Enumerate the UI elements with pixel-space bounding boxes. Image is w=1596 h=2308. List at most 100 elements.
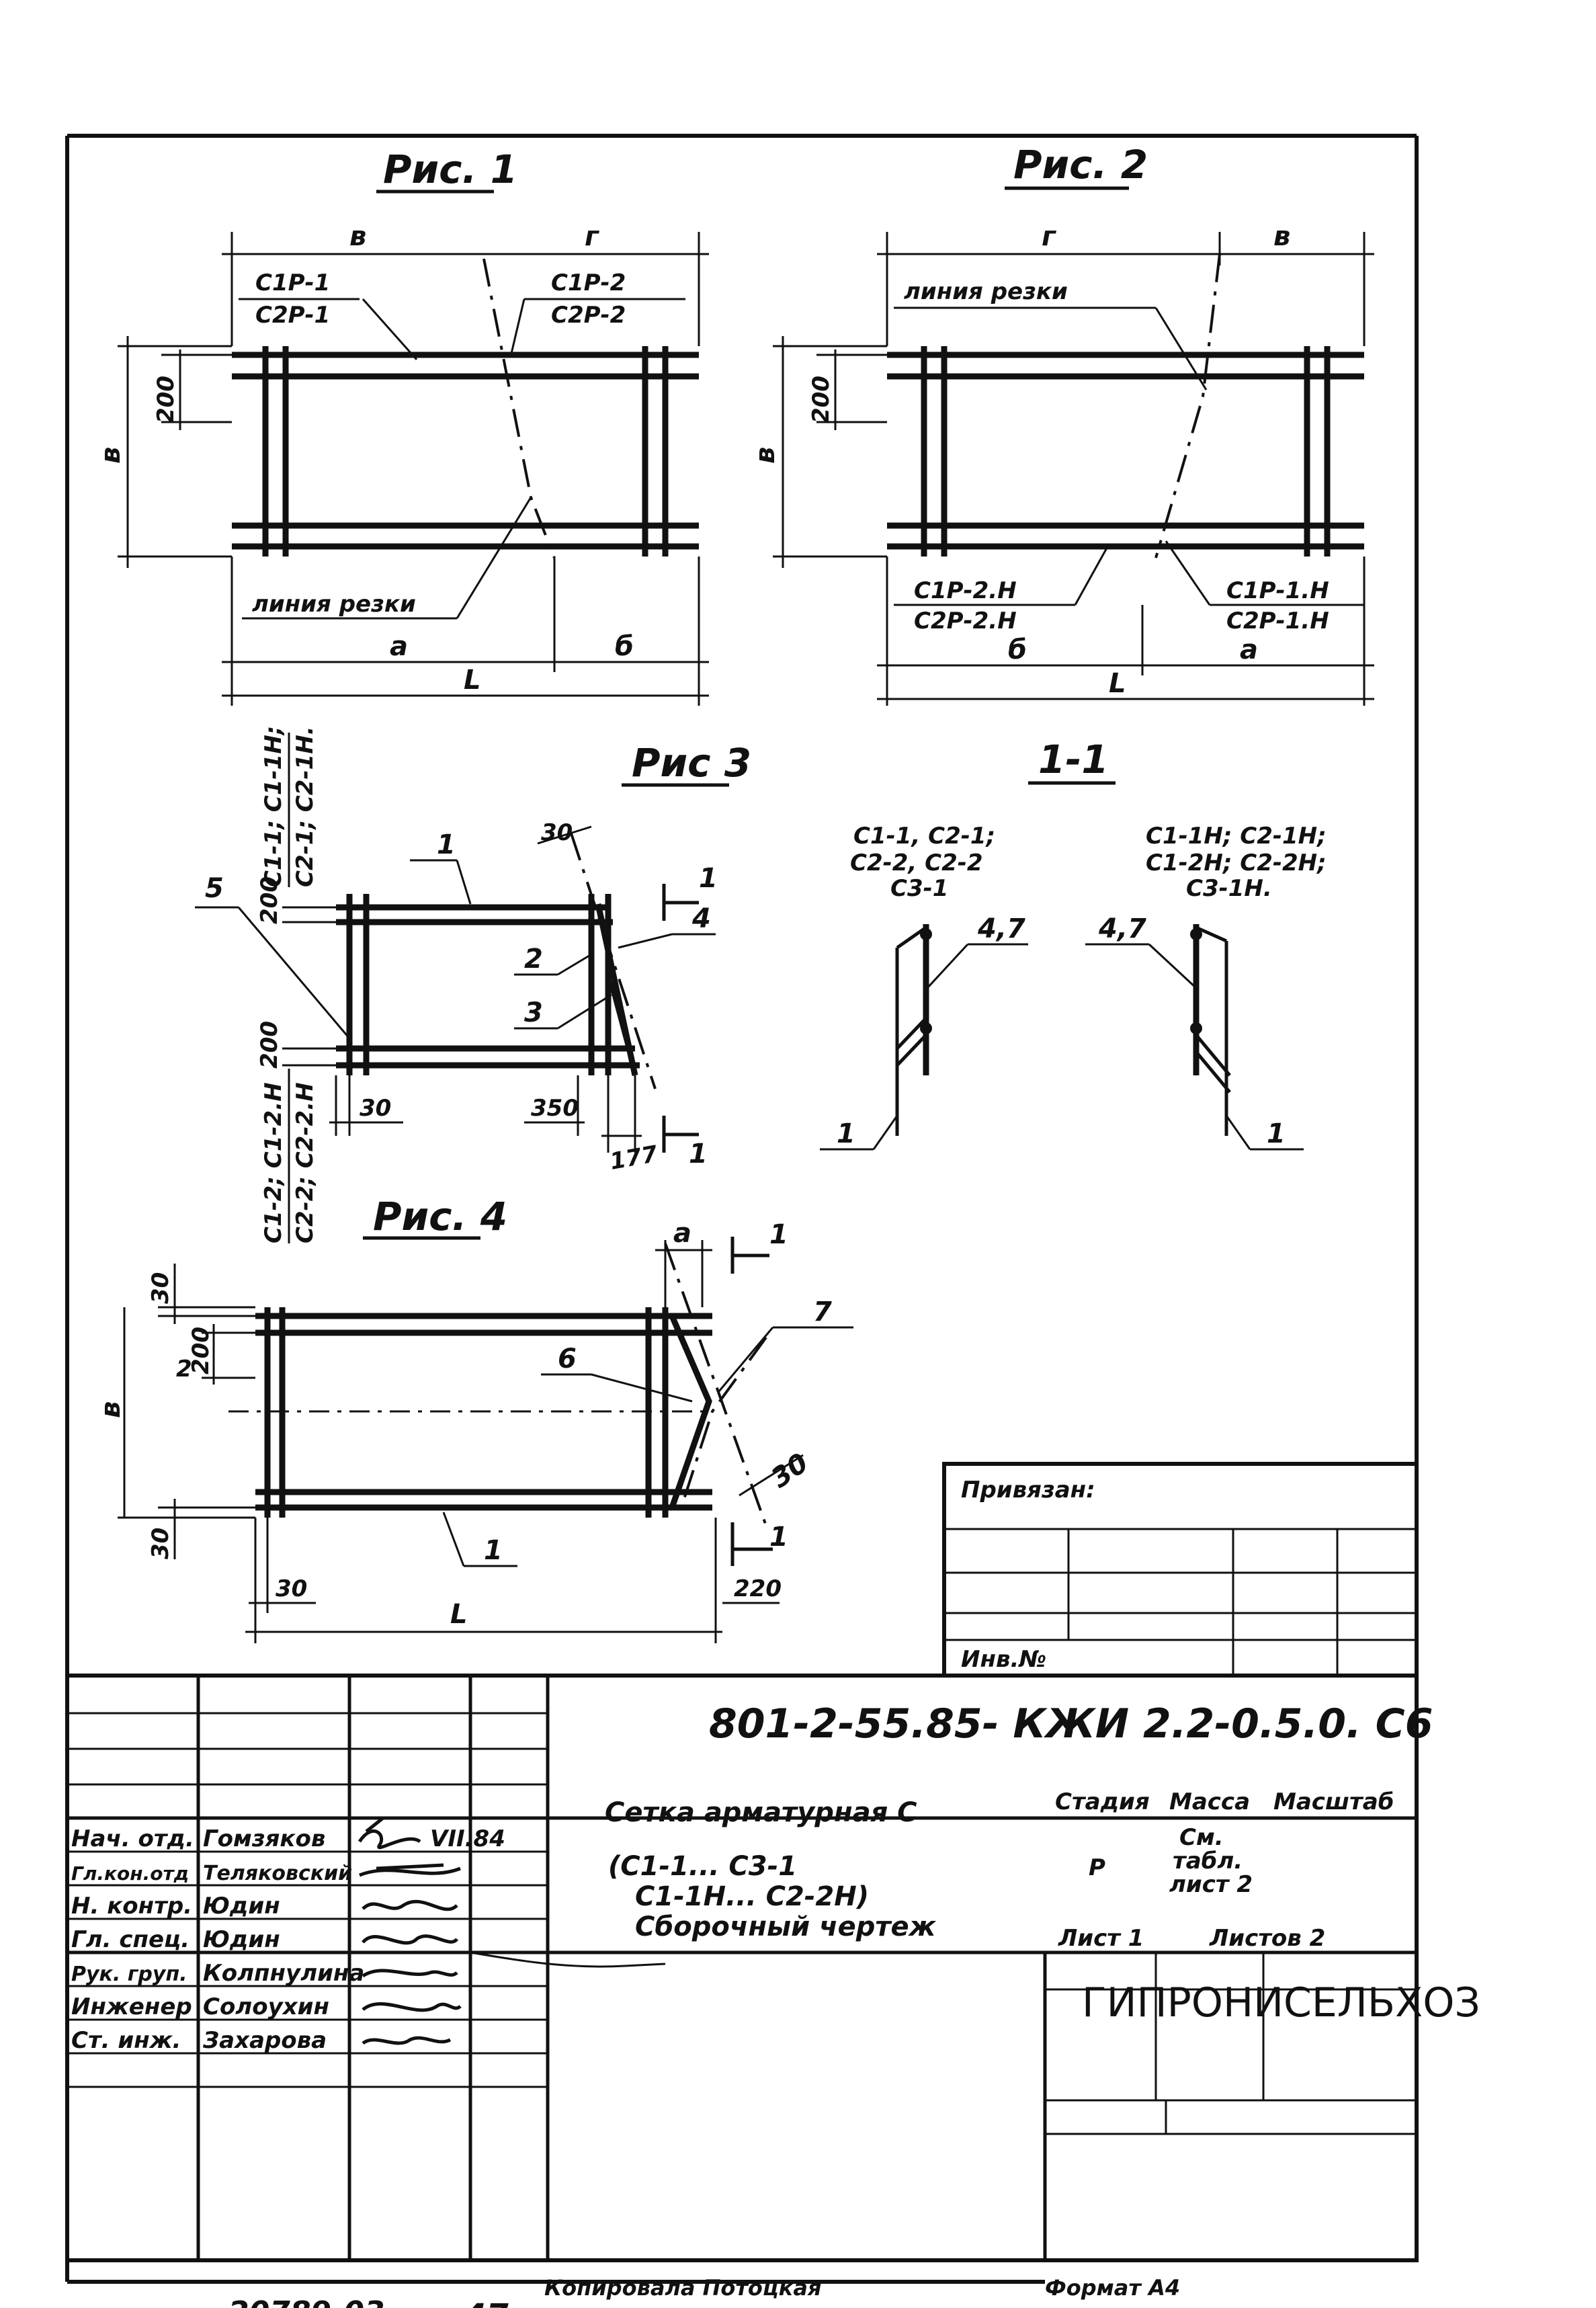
section-pos1-left: 1 — [837, 1118, 855, 1149]
fig4-title: Рис. 4 — [373, 1194, 507, 1239]
binding-box: Привязан: Инв.№ — [942, 1462, 1419, 1678]
fig1-cut-label: линия резки — [252, 591, 416, 618]
fig1-dim-g-top: г — [585, 221, 599, 252]
section-1-1: 1-1 С1-1, С2-1; С2-2, С2-2 С3-1 С1-1Н; С… — [820, 737, 1327, 1151]
role-label: Гл. спец. — [71, 1926, 190, 1953]
organization: ГИПРОНИСЕЛЬХОЗ — [1082, 1979, 1480, 2026]
fig3-side-bottom-1: С1-2; С1-2.Н — [260, 1082, 287, 1243]
fig3-side-bottom-2: С2-2; С2-2.Н — [292, 1082, 319, 1243]
section-pos1-right: 1 — [1267, 1118, 1286, 1149]
fig4-pos-7: 7 — [813, 1296, 832, 1327]
doc-name-line1: Сетка арматурная С — [605, 1797, 917, 1828]
sheet-number: Лист 1 — [1058, 1925, 1144, 1952]
person-name: Юдин — [203, 1926, 280, 1953]
fig1-dim-v: в — [95, 447, 126, 464]
person-name: Захарова — [202, 2027, 327, 2054]
section-pos47-left: 4,7 — [977, 913, 1025, 944]
fig4-dim-30-left: 30 — [276, 1575, 307, 1602]
fig3-dim-200-top: 200 — [256, 876, 283, 924]
document-designation: 801-2-55.85- КЖИ 2.2-0.5.0. С6 — [709, 1700, 1433, 1747]
fig2-dim-v: в — [750, 447, 781, 464]
person-name: Юдин — [203, 1893, 280, 1920]
copied-by: Копировала Потоцкая — [544, 2275, 821, 2301]
fig3-pos-4: 4 — [691, 903, 711, 934]
person-name: Колпнулина — [203, 1960, 364, 1987]
doc-name-line2: (С1-1... С3-1 — [608, 1851, 797, 1882]
fig3-dim-177: 177 — [608, 1141, 660, 1176]
fig2-dim-g-top: г — [1042, 221, 1056, 252]
role-label: Ст. инж. — [71, 2027, 181, 2054]
fig4-dim-L: L — [450, 1599, 468, 1630]
fig3-dim-30-top: 30 — [541, 819, 573, 846]
title-block: 801-2-55.85- КЖИ 2.2-0.5.0. С6 Сетка арм… — [65, 1674, 1480, 2262]
section-left-line3: С3-1 — [890, 875, 948, 902]
col-scale: Масштаб — [1273, 1788, 1394, 1815]
section-right-line3: С3-1Н. — [1186, 875, 1272, 902]
fig2-label-c2p1h: С2Р-1.Н — [1226, 608, 1329, 634]
fig4-section-top: 1 — [769, 1219, 788, 1250]
fig1-label-c1p1: С1Р-1 — [255, 270, 330, 296]
fig4-dim-a: а — [673, 1218, 691, 1249]
person-name: Солоухин — [203, 1993, 329, 2020]
section-left-line1: С1-1, С2-1; — [853, 823, 995, 850]
fig3-pos-2: 2 — [524, 944, 543, 975]
fig1-dim-200: 200 — [153, 376, 179, 423]
section-right-line1: С1-1Н; С2-1Н; — [1146, 823, 1327, 850]
fig2-dim-v-top: в — [1273, 221, 1290, 252]
fig3-section-top: 1 — [699, 863, 718, 894]
page-number: 47 — [463, 2297, 509, 2308]
fig1-title: Рис. 1 — [383, 147, 517, 192]
fig2-dim-a: а — [1240, 634, 1258, 665]
fig2-dim-L: L — [1109, 668, 1126, 699]
figure-4: Рис. 4 а 1 6 7 30 1 — [95, 1194, 853, 1643]
fig4-pos-6: 6 — [558, 1344, 577, 1374]
figure-2: Рис. 2 г в линия резки в 200 С1Р-2.Н — [750, 142, 1374, 706]
signature-rows: Нач. отд. Гомзяков Гл.кон.отд Теляковски… — [71, 1825, 364, 2054]
fig4-dim-30-bottom: 30 — [147, 1528, 174, 1559]
fig4-dim-220: 220 — [734, 1575, 782, 1602]
fig1-label-c1p2: С1Р-2 — [551, 270, 626, 296]
col-mass: Масса — [1169, 1788, 1250, 1815]
paper-format: Формат А4 — [1045, 2275, 1180, 2301]
fig2-dim-b: б — [1008, 634, 1027, 665]
fig4-dim-200: 200 — [187, 1327, 214, 1374]
fig3-pos-5: 5 — [205, 873, 224, 904]
person-name: Теляковский — [203, 1862, 352, 1885]
sheet-count: Листов 2 — [1209, 1925, 1325, 1952]
fig1-dim-v-top: в — [349, 221, 366, 252]
fig4-dim-v: в — [95, 1401, 126, 1418]
section-left-line2: С2-2, С2-2 — [850, 850, 983, 876]
binding-label: Привязан: — [961, 1477, 1095, 1503]
figure-1: Рис. 1 в г С1Р-1 С2Р-1 С1Р-2 С2Р-2 в — [95, 147, 709, 706]
inventory-label: Инв.№ — [961, 1646, 1046, 1673]
fig3-side-top-1: С1-1; С1-1Н; — [260, 726, 287, 887]
fig2-dim-200: 200 — [808, 376, 835, 423]
fig3-dim-350: 350 — [531, 1095, 579, 1122]
fig1-dim-a: а — [390, 631, 408, 662]
archive-number: 20789-03 — [228, 2295, 385, 2308]
role-label: Гл.кон.отд — [71, 1862, 189, 1885]
mass-value-1: См. — [1179, 1824, 1224, 1851]
fig1-dim-L: L — [464, 665, 481, 696]
fig3-dim-30: 30 — [360, 1095, 391, 1122]
fig1-dim-b: б — [615, 631, 634, 662]
fig4-dim-30-top: 30 — [147, 1272, 174, 1304]
fig2-label-c1p1h: С1Р-1.Н — [1226, 577, 1329, 604]
fig3-side-top-2: С2-1; С2-1Н. — [292, 726, 319, 887]
fig3-dim-200-bottom: 200 — [256, 1021, 283, 1069]
fig1-label-c2p2: С2Р-2 — [551, 302, 626, 329]
role-label: Н. контр. — [71, 1893, 192, 1920]
fig4-dim-30-diag: 30 — [765, 1448, 814, 1495]
fig1-label-c2p1: С2Р-1 — [255, 302, 330, 329]
fig2-label-c2p2h: С2Р-2.Н — [914, 608, 1017, 634]
person-name: Гомзяков — [203, 1825, 325, 1852]
sign-date: VII.84 — [430, 1825, 505, 1852]
fig4-dim-2: 2 — [176, 1356, 192, 1383]
role-label: Нач. отд. — [71, 1825, 194, 1852]
figure-3: Рис 3 С1-1; С1-1Н; С2-1; С2-1Н. С1-2; С1… — [195, 726, 751, 1243]
fig3-title: Рис 3 — [632, 740, 751, 786]
section-right-line2: С1-2Н; С2-2Н; — [1146, 850, 1327, 876]
fig3-section-bottom: 1 — [689, 1139, 708, 1169]
fig3-pos-1: 1 — [437, 829, 456, 860]
